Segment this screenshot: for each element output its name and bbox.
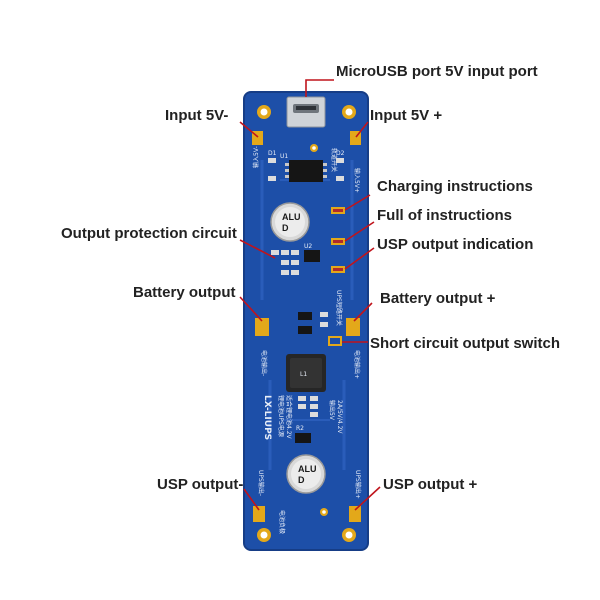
usp-out-pos-pad (349, 506, 361, 522)
silk-spec2: 2A/5V/4.2V (336, 400, 343, 434)
callout-battery-pos: Battery output + (380, 290, 496, 307)
silk-d1: D1 (268, 150, 277, 157)
line-battery-neg (239, 296, 263, 322)
callout-lines (239, 79, 381, 511)
line-input-pos (355, 121, 369, 138)
silk-battery-pos: 电池输出+ (353, 350, 361, 379)
callout-short-circuit: Short circuit output switch (370, 335, 560, 352)
callout-usp-out-neg: USP output- (157, 476, 243, 493)
silk-line2: 适合锂电池4.2V (285, 395, 293, 440)
silk-switch: 轨道开关 (330, 148, 338, 172)
callout-input-pos: Input 5V + (370, 107, 442, 124)
silk-r2: R2 (296, 425, 304, 432)
battery-out-neg-pad (255, 318, 269, 336)
top-smd-parts: D1 D2 (268, 150, 345, 181)
led-indicators (331, 207, 345, 273)
battery-out-pos-pad (346, 318, 360, 336)
usp-out-neg-pad (253, 506, 265, 522)
input-pos-pad (350, 131, 361, 145)
silk-input-neg: 输入5V- (252, 146, 260, 168)
mid-smd-parts (298, 312, 328, 334)
mounting-holes (257, 105, 356, 542)
charger-ic: U1 (280, 153, 327, 182)
silk-cells: 电池负极 (278, 510, 286, 534)
callout-output-protection: Output protection circuit (61, 225, 237, 242)
silk-input-pos: 输入5V+ (353, 168, 361, 193)
silk-ups-pos: UPS输出+ (354, 470, 362, 499)
line-charging (344, 194, 371, 211)
callout-usp-indication: USP output indication (377, 236, 533, 253)
callout-usp-out-pos: USP output + (383, 476, 478, 493)
callout-charging: Charging instructions (377, 178, 533, 195)
silk-spec1: 输出5V (328, 400, 336, 421)
callout-microusb: MicroUSB port 5V input port (336, 63, 538, 80)
microusb-connector (286, 96, 326, 128)
silk-d2: D2 (336, 150, 345, 157)
callout-full: Full of instructions (377, 207, 512, 224)
line-usp-out-pos (354, 486, 381, 511)
line-microusb (305, 79, 334, 97)
callout-battery-neg: Battery output (133, 284, 236, 301)
line-full (344, 221, 375, 242)
input-neg-pad (252, 131, 263, 145)
protection-circuit: U2 (271, 243, 320, 275)
callout-input-neg: Input 5V- (165, 107, 228, 124)
silk-u2: U2 (304, 243, 312, 250)
line-usp-out-neg (243, 488, 260, 511)
line-input-neg (239, 121, 259, 138)
silk-line1: 锂电池UPS电源 (277, 395, 285, 437)
silk-battery-neg: 电池输出- (260, 350, 268, 376)
silk-ups-neg: UPS输出- (257, 470, 265, 496)
silk-l1: L1 (300, 371, 307, 378)
line-battery-pos (353, 302, 373, 322)
silk-u1: U1 (280, 153, 288, 160)
lower-smd-parts: R2 (295, 396, 318, 443)
short-circuit-switch: UPS短路开关 (328, 290, 343, 346)
line-usp-indication (344, 247, 375, 270)
line-output-protection (239, 239, 276, 259)
silk-short-switch: UPS短路开关 (335, 290, 343, 326)
board-model-label: LX-LIUPS (262, 395, 272, 440)
inductor: L1 (286, 354, 326, 392)
